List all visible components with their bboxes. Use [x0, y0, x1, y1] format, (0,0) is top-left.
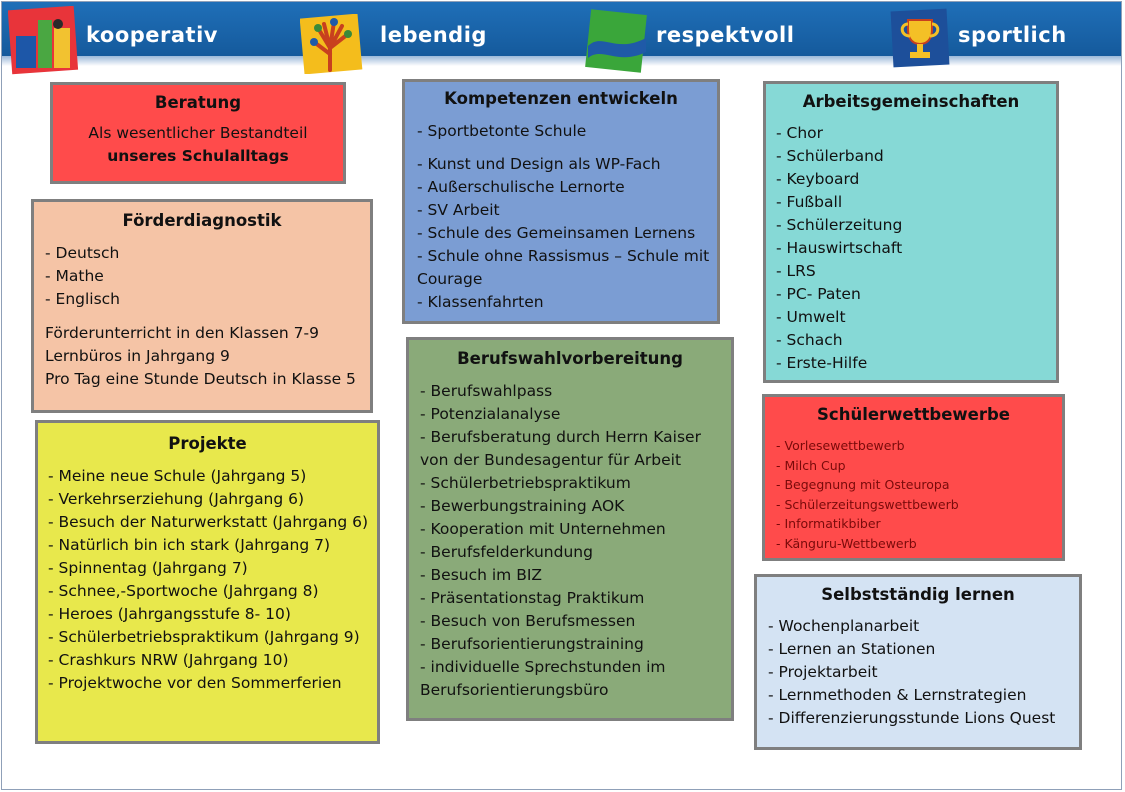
beratung-title: Beratung: [154, 93, 242, 112]
kompetenzen-item: - Klassenfahrten: [417, 293, 544, 311]
foerder-note: Förderunterricht in den Klassen 7-9: [45, 324, 319, 342]
projekte-item: - Natürlich bin ich stark (Jahrgang 7): [48, 536, 331, 554]
foerder-item: - Englisch: [45, 290, 121, 308]
kompetenzen-title: Kompetenzen entwickeln: [444, 89, 678, 108]
foerder-note: Lernbüros in Jahrgang 9: [45, 347, 230, 365]
kompetenzen-item: - Außerschulische Lernorte: [417, 178, 625, 196]
kooperativ-logo-icon: [8, 6, 79, 75]
foerder-item: - Deutsch: [45, 244, 120, 262]
ag-item: - Erste-Hilfe: [776, 354, 868, 372]
ag-item: - Chor: [776, 124, 824, 142]
ag-item: - PC- Paten: [776, 285, 861, 303]
selbst-item: - Differenzierungsstunde Lions Quest: [768, 709, 1056, 727]
berufswahl-item: - individuelle Sprechstunden im: [420, 658, 666, 676]
projekte-box: Projekte - Meine neue Schule (Jahrgang 5…: [35, 420, 380, 744]
ag-item: - LRS: [776, 262, 816, 280]
selbst-item: - Lernen an Stationen: [768, 640, 936, 658]
kompetenzen-item: - SV Arbeit: [417, 201, 500, 219]
foerder-item: - Mathe: [45, 267, 104, 285]
wave-logo-icon: [585, 9, 647, 73]
projekte-title: Projekte: [168, 434, 247, 453]
beratung-line-1: Als wesentlicher Bestandteil: [88, 124, 308, 142]
wettbewerb-item: - Känguru-Wettbewerb: [776, 535, 917, 551]
projekte-item: - Projektwoche vor den Sommerferien: [48, 674, 342, 692]
kompetenzen-item: - Sportbetonte Schule: [417, 122, 587, 140]
kompetenzen-item: - Schule ohne Rassismus – Schule mit: [417, 247, 710, 265]
projekte-item: - Spinnentag (Jahrgang 7): [48, 559, 248, 577]
kompetenzen-item: Courage: [417, 270, 483, 288]
header-banner-shadow: [2, 56, 1121, 66]
ag-item: - Schach: [776, 331, 843, 349]
selbststaendig-box: Selbstständig lernen - Wochenplanarbeit …: [754, 574, 1082, 750]
wettbewerb-item: - Vorlesewettbewerb: [776, 438, 905, 453]
kompetenzen-item: - Schule des Gemeinsamen Lernens: [417, 224, 696, 242]
arbeitsgemeinschaften-title: Arbeitsgemeinschaften: [802, 92, 1020, 111]
arbeitsgemeinschaften-box: Arbeitsgemeinschaften - Chor - Schülerba…: [763, 81, 1059, 383]
foerderdiagnostik-title: Förderdiagnostik: [122, 211, 282, 230]
berufswahl-title: Berufswahlvorbereitung: [457, 349, 683, 368]
kompetenzen-item: - Kunst und Design als WP-Fach: [417, 155, 661, 173]
selbst-item: - Projektarbeit: [768, 663, 878, 681]
projekte-item: - Besuch der Naturwerkstatt (Jahrgang 6): [48, 513, 369, 531]
wettbewerb-item: - Milch Cup: [776, 457, 846, 473]
selbst-item: - Wochenplanarbeit: [768, 617, 920, 635]
berufswahl-item: - Berufsberatung durch Herrn Kaiser: [420, 428, 701, 446]
beratung-box: Beratung Als wesentlicher Bestandteil un…: [50, 82, 346, 184]
projekte-item: - Schnee,-Sportwoche (Jahrgang 8): [48, 582, 319, 600]
motto-kooperativ: kooperativ: [86, 23, 218, 47]
ag-item: - Hauswirtschaft: [776, 239, 903, 257]
ag-item: - Umwelt: [776, 308, 846, 326]
berufswahl-item: - Kooperation mit Unternehmen: [420, 520, 666, 538]
wettbewerb-item: - Informatikbiber: [776, 516, 881, 531]
beratung-line-2: unseres Schulalltags: [107, 147, 289, 165]
berufswahl-item: - Bewerbungstraining AOK: [420, 497, 625, 515]
selbststaendig-title: Selbstständig lernen: [821, 585, 1015, 604]
berufswahl-item: - Berufsfelderkundung: [420, 543, 593, 561]
schuelerwettbewerbe-box: Schülerwettbewerbe - Vorlesewettbewerb -…: [762, 394, 1065, 561]
berufswahl-item: Berufsorientierungsbüro: [420, 681, 609, 699]
projekte-item: - Schülerbetriebspraktikum (Jahrgang 9): [48, 628, 360, 646]
ag-item: - Schülerband: [776, 147, 884, 165]
berufswahl-item: von der Bundesagentur für Arbeit: [420, 451, 682, 469]
ag-item: - Keyboard: [776, 170, 860, 188]
berufswahl-item: - Berufswahlpass: [420, 382, 553, 400]
trophy-logo-icon: [890, 8, 950, 68]
wettbewerb-item: - Schülerzeitungswettbewerb: [776, 496, 959, 512]
projekte-item: - Meine neue Schule (Jahrgang 5): [48, 467, 307, 485]
berufswahl-item: - Berufsorientierungstraining: [420, 635, 644, 653]
ag-item: - Fußball: [776, 193, 843, 211]
foerder-note: Pro Tag eine Stunde Deutsch in Klasse 5: [45, 370, 356, 388]
selbst-item: - Lernmethoden & Lernstrategien: [768, 686, 1027, 704]
projekte-item: - Verkehrserziehung (Jahrgang 6): [48, 490, 305, 508]
berufswahl-item: - Schülerbetriebspraktikum: [420, 474, 631, 492]
wettbewerb-item: - Begegnung mit Osteuropa: [776, 477, 950, 492]
hands-tree-logo-icon: [300, 14, 363, 74]
projekte-item: - Crashkurs NRW (Jahrgang 10): [48, 651, 289, 669]
berufswahl-item: - Besuch von Berufsmessen: [420, 612, 636, 630]
berufswahl-item: - Präsentationstag Praktikum: [420, 589, 645, 607]
motto-sportlich: sportlich: [958, 23, 1067, 47]
foerderdiagnostik-box: Förderdiagnostik - Deutsch - Mathe - Eng…: [31, 199, 373, 413]
schuelerwettbewerbe-title: Schülerwettbewerbe: [817, 405, 1010, 424]
projekte-item: - Heroes (Jahrgangsstufe 8- 10): [48, 605, 291, 623]
motto-respektvoll: respektvoll: [656, 23, 795, 47]
kompetenzen-box: Kompetenzen entwickeln - Sportbetonte Sc…: [402, 79, 720, 324]
berufswahl-item: - Potenzialanalyse: [420, 405, 561, 423]
berufswahl-box: Berufswahlvorbereitung - Berufswahlpass …: [406, 337, 734, 721]
ag-item: - Schülerzeitung: [776, 216, 903, 234]
berufswahl-item: - Besuch im BIZ: [420, 566, 543, 584]
motto-lebendig: lebendig: [380, 23, 487, 47]
